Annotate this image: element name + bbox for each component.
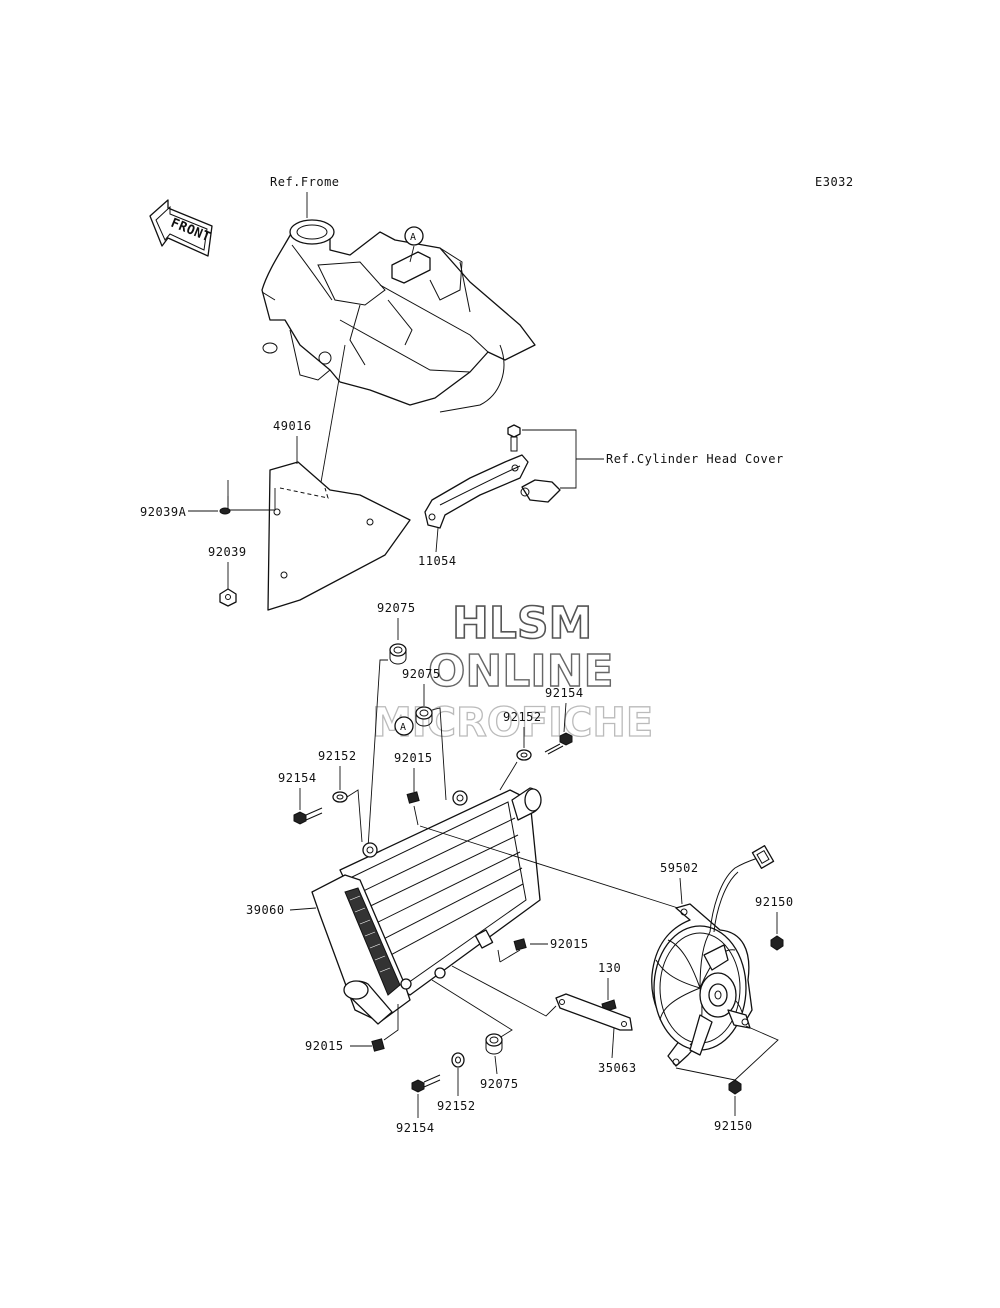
- frame-to-shroud-leader: [319, 344, 346, 489]
- bolt-cylinder-head: [507, 424, 521, 452]
- radiator-39060: [311, 787, 542, 1025]
- watermark-microfiche: MICROFICHE: [372, 700, 653, 746]
- label-92075-top: 92075: [377, 601, 416, 615]
- callout-a-top: [404, 226, 424, 246]
- label-92015-right: 92015: [550, 937, 589, 951]
- label-39060: 39060: [246, 903, 285, 917]
- bolt-92154-topright: [544, 732, 573, 755]
- label-92015-bottom: 92015: [305, 1039, 344, 1053]
- label-35063: 35063: [598, 1061, 637, 1075]
- bracket-cylinder-head: [520, 479, 561, 503]
- callout-a-top-letter: A: [410, 232, 417, 243]
- shroud-49016: [267, 461, 411, 611]
- label-92075-mid: 92075: [402, 667, 441, 681]
- label-92154-bottom: 92154: [396, 1121, 435, 1135]
- bolt-92154-bottom: [411, 1074, 441, 1093]
- clip-92015-bottom: [371, 1038, 385, 1052]
- label-92039: 92039: [208, 545, 247, 559]
- radiator-to-bracket-leader: [451, 965, 557, 1017]
- radiator-to-grommet-leader: [431, 979, 513, 1041]
- label-92015-top: 92015: [394, 751, 433, 765]
- bolt-92154-left: [293, 807, 323, 825]
- callout-a-bottom: [394, 716, 414, 736]
- grommet-92075-bottom: [485, 1033, 503, 1055]
- grommet-92075-top: [389, 643, 407, 665]
- collar-92152-left: [332, 791, 348, 803]
- watermark-online: ONLINE: [428, 646, 614, 697]
- radiator-to-fan-leader: [419, 825, 679, 909]
- diagram-code: E3032: [815, 175, 854, 189]
- bracket-11054: [424, 454, 529, 529]
- label-92152-topright: 92152: [503, 710, 542, 724]
- collar-92152-topright: [516, 749, 532, 761]
- fan-connector: [751, 845, 775, 869]
- watermark-hlsm: HLSM: [452, 598, 592, 649]
- frame-illustration: [261, 219, 536, 413]
- ref-frame-label: Ref.Frome: [270, 175, 340, 189]
- ref-cylinder-head-cover-label: Ref.Cylinder Head Cover: [606, 452, 784, 466]
- grommet-92075-mid: [415, 706, 433, 727]
- bracket-35063: [555, 993, 633, 1031]
- front-arrow-icon: FRONT: [149, 199, 213, 257]
- label-59502: 59502: [660, 861, 699, 875]
- label-130: 130: [598, 961, 621, 975]
- label-92154-topright: 92154: [545, 686, 584, 700]
- callout-a-bottom-letter: A: [400, 722, 407, 733]
- fan-to-nut-leader: [675, 1067, 736, 1081]
- label-92150-bottom: 92150: [714, 1119, 753, 1133]
- nut-92150-top: [770, 935, 784, 951]
- label-49016: 49016: [273, 419, 312, 433]
- fan-59502: [651, 845, 775, 1067]
- nut-92150-bottom: [728, 1079, 742, 1095]
- nut-92039: [219, 588, 237, 607]
- collar-92152-bottom: [451, 1052, 465, 1068]
- clip-92015-right: [513, 938, 527, 951]
- label-92039A: 92039A: [140, 505, 187, 519]
- label-92152-bottom: 92152: [437, 1099, 476, 1113]
- clip-92015-top: [406, 791, 420, 804]
- label-11054: 11054: [418, 554, 457, 568]
- label-92150-top: 92150: [755, 895, 794, 909]
- label-92152-left: 92152: [318, 749, 357, 763]
- label-92075-bottom: 92075: [480, 1077, 519, 1091]
- screw-92039A: [219, 496, 231, 515]
- bracket-a: A: [391, 226, 431, 284]
- label-92154-left: 92154: [278, 771, 317, 785]
